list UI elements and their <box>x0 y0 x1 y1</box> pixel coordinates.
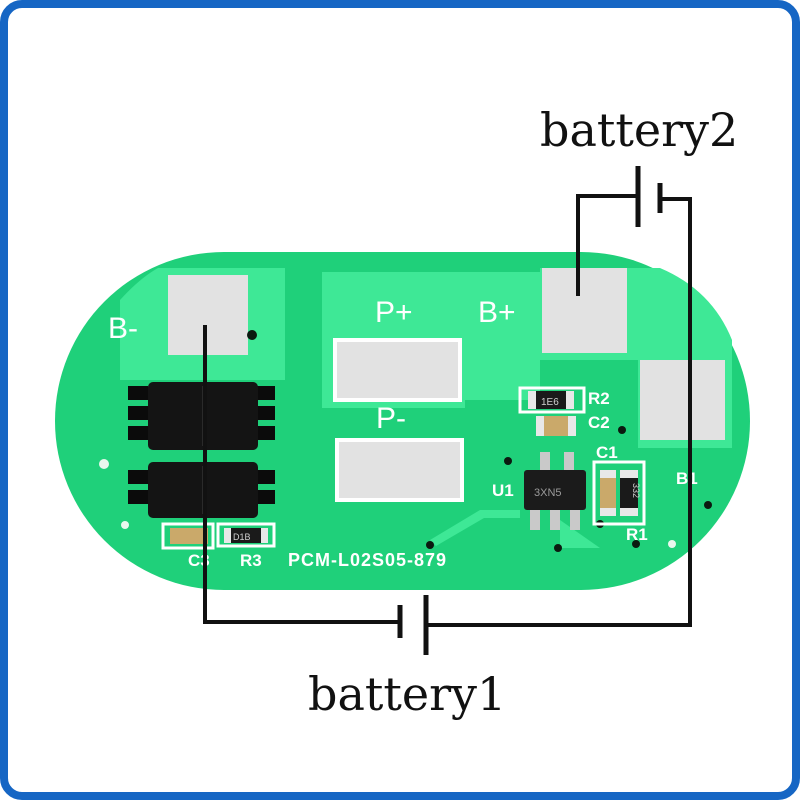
capacitor-c3 <box>161 522 215 550</box>
via <box>554 544 562 552</box>
label-u1: U1 <box>492 481 514 500</box>
pad-b-minus <box>168 275 248 355</box>
battery1-symbol <box>397 595 429 655</box>
resistor-r2-marking: 1E6 <box>541 397 559 408</box>
resistor-r1 <box>620 470 638 516</box>
pad-p-minus <box>335 438 464 502</box>
via <box>668 540 676 548</box>
copper-trace-bottom <box>430 510 520 546</box>
label-r1: R1 <box>626 525 648 544</box>
pad-p-plus <box>333 338 462 402</box>
label-r3: R3 <box>240 551 262 570</box>
label-p-plus: P+ <box>375 296 413 329</box>
via <box>618 426 626 434</box>
resistor-r2 <box>518 386 586 414</box>
label-c2: C2 <box>588 413 610 432</box>
capacitor-c1 <box>592 460 646 526</box>
ic-marking: 3XN5 <box>534 487 562 499</box>
resistor-r3 <box>216 522 276 548</box>
battery2-label: battery2 <box>540 103 738 157</box>
via <box>99 459 109 469</box>
label-b-minus: B- <box>108 312 138 345</box>
ic-u1 <box>524 452 586 530</box>
label-b1: B1 <box>676 469 698 488</box>
wire-battery2-circuit <box>576 194 638 296</box>
wire-battery1-circuit <box>203 197 692 627</box>
battery2-symbol <box>635 166 663 227</box>
label-p-minus: P- <box>376 402 406 435</box>
mosfet-chip-bottom <box>128 462 275 518</box>
capacitor-c2 <box>536 416 576 436</box>
pad-b-plus <box>542 268 627 353</box>
via <box>704 501 712 509</box>
label-part-number: PCM-L02S05-879 <box>288 550 447 570</box>
via <box>426 541 434 549</box>
label-r2: R2 <box>588 389 610 408</box>
label-c1: C1 <box>596 443 618 462</box>
pad-b1 <box>640 360 725 440</box>
via <box>247 330 257 340</box>
resistor-r1-marking: 332 <box>631 483 641 498</box>
battery1-label: battery1 <box>308 667 506 721</box>
resistor-r3-marking: D1B <box>233 532 251 542</box>
via <box>632 540 640 548</box>
via <box>121 521 129 529</box>
mosfet-chip-top <box>128 382 275 450</box>
via <box>504 457 512 465</box>
label-b-plus: B+ <box>478 296 516 329</box>
